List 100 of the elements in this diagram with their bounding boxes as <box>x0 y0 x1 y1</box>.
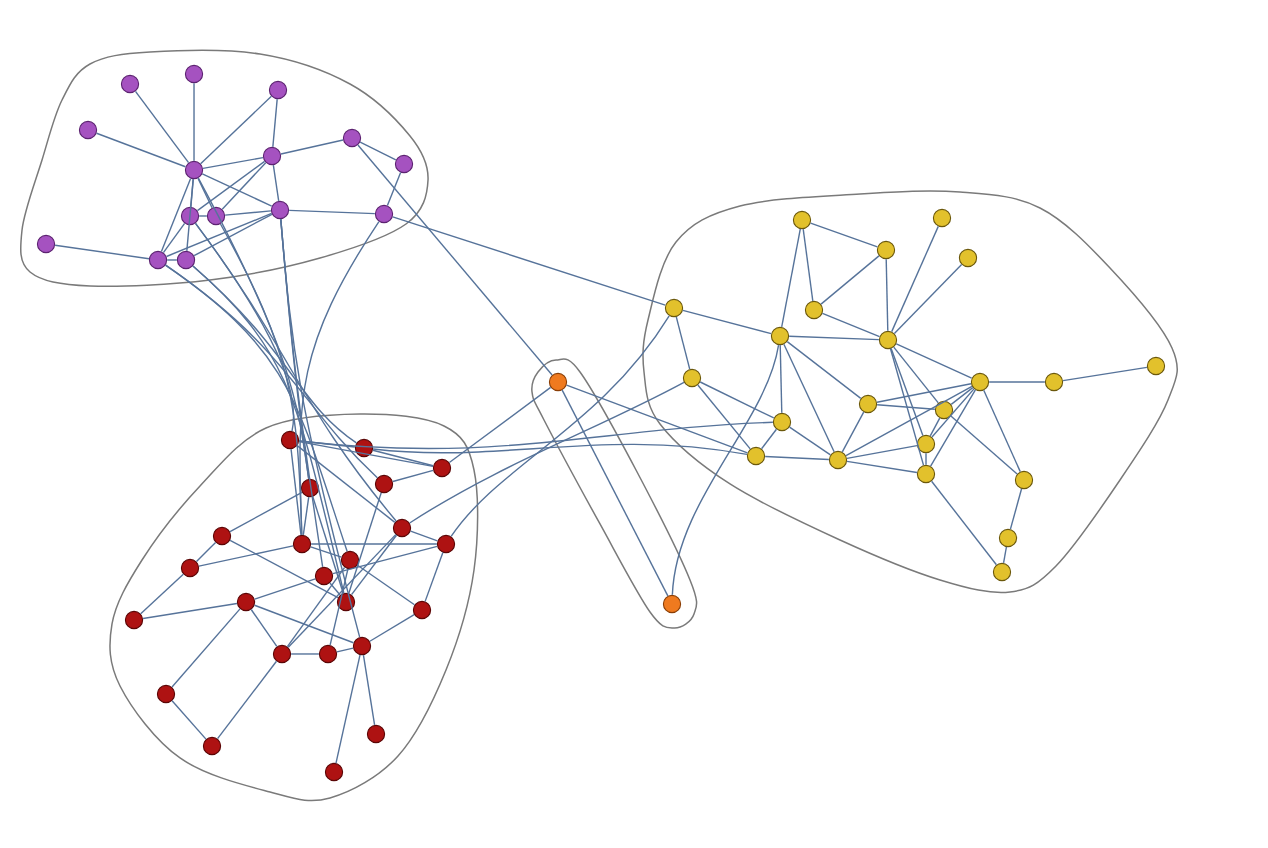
graph-node <box>36 234 56 254</box>
edge-line <box>280 139 344 155</box>
edge-line <box>171 700 207 740</box>
edge-line <box>1009 488 1023 530</box>
graph-node <box>262 146 282 166</box>
edge-line <box>699 381 775 419</box>
edge-line <box>272 98 278 148</box>
edge-line <box>950 415 1018 475</box>
graph-node <box>184 64 204 84</box>
graph-node <box>148 250 168 270</box>
edge-line <box>409 530 439 542</box>
graph-node <box>934 400 954 420</box>
graph-node <box>212 526 232 546</box>
graph-node <box>180 558 200 578</box>
edge-line <box>290 653 320 655</box>
edge-line <box>310 546 343 558</box>
cluster-outline <box>531 358 698 629</box>
edge-line <box>198 545 294 567</box>
edge-line <box>788 335 880 341</box>
graph-node <box>548 372 568 392</box>
edge-line <box>950 386 974 406</box>
edge-line <box>809 222 879 248</box>
graph-node <box>366 724 386 744</box>
graph-node <box>374 474 394 494</box>
graph-node <box>682 368 702 388</box>
graph-node <box>662 594 682 614</box>
graph-node <box>336 592 356 612</box>
graph-node <box>184 160 204 180</box>
edge-line <box>929 417 941 437</box>
graph-node <box>324 762 344 782</box>
edge-line <box>250 608 278 648</box>
graph-node <box>916 434 936 454</box>
edge-line <box>760 428 778 450</box>
edge-line <box>296 444 396 524</box>
edge-line <box>356 564 416 606</box>
graph-node <box>828 450 848 470</box>
edge-line <box>889 348 925 466</box>
edge-line <box>764 455 830 461</box>
edge-line <box>372 443 748 456</box>
edge-line <box>448 386 552 464</box>
edge-line <box>846 444 918 460</box>
edge-line <box>788 426 832 456</box>
edge-line <box>392 216 666 306</box>
edge-line <box>312 496 344 594</box>
edge-line <box>876 404 936 410</box>
edge-line <box>335 654 361 764</box>
graph-node <box>998 528 1018 548</box>
graph-node <box>124 610 144 630</box>
graph-node <box>746 446 766 466</box>
edge-line <box>408 381 685 524</box>
graph-node <box>292 534 312 554</box>
edge-line <box>359 141 397 161</box>
graph-node <box>878 330 898 350</box>
edge-line <box>216 660 278 740</box>
edge-line <box>286 566 346 648</box>
edge-line <box>779 344 783 414</box>
edge-line <box>140 573 184 615</box>
edge-line <box>253 604 355 644</box>
graph-node <box>236 592 256 612</box>
edge-line <box>302 496 310 536</box>
graph-node <box>970 372 990 392</box>
edge-line <box>165 212 273 258</box>
edge-line <box>202 156 264 170</box>
edge-line <box>194 222 397 522</box>
edge-line <box>166 259 178 261</box>
graph-node <box>770 326 790 346</box>
graph-node <box>792 210 812 230</box>
edge-line <box>372 449 434 467</box>
edge-line <box>845 385 973 457</box>
edge-line <box>197 177 213 209</box>
graph-node <box>202 736 222 756</box>
edge-line <box>392 469 434 483</box>
edge-line <box>142 602 238 620</box>
edge-line <box>1002 546 1008 564</box>
edge-line <box>890 347 924 437</box>
edge-line <box>450 315 670 538</box>
edge-line <box>193 213 273 257</box>
edge-line <box>930 480 998 566</box>
edge-line <box>164 264 378 479</box>
edge-line <box>983 389 1021 473</box>
graph-node <box>858 394 878 414</box>
edge-line <box>988 381 1046 383</box>
edge-line <box>357 144 553 376</box>
cluster-outline <box>642 190 1178 594</box>
edge-line <box>350 534 398 596</box>
edge-line <box>386 171 402 207</box>
graph-node <box>436 534 456 554</box>
edge-line <box>221 161 267 210</box>
graph-node <box>432 458 452 478</box>
edge-line <box>186 178 194 252</box>
graph-node <box>958 248 978 268</box>
edge-line <box>561 389 669 597</box>
edge-line <box>171 608 241 688</box>
edge-line <box>298 440 356 448</box>
graph-node <box>394 154 414 174</box>
graph-node <box>664 298 684 318</box>
edge-line <box>783 343 835 453</box>
cluster-outline <box>19 49 429 288</box>
edge-line <box>841 411 865 453</box>
edge-line <box>925 452 927 466</box>
